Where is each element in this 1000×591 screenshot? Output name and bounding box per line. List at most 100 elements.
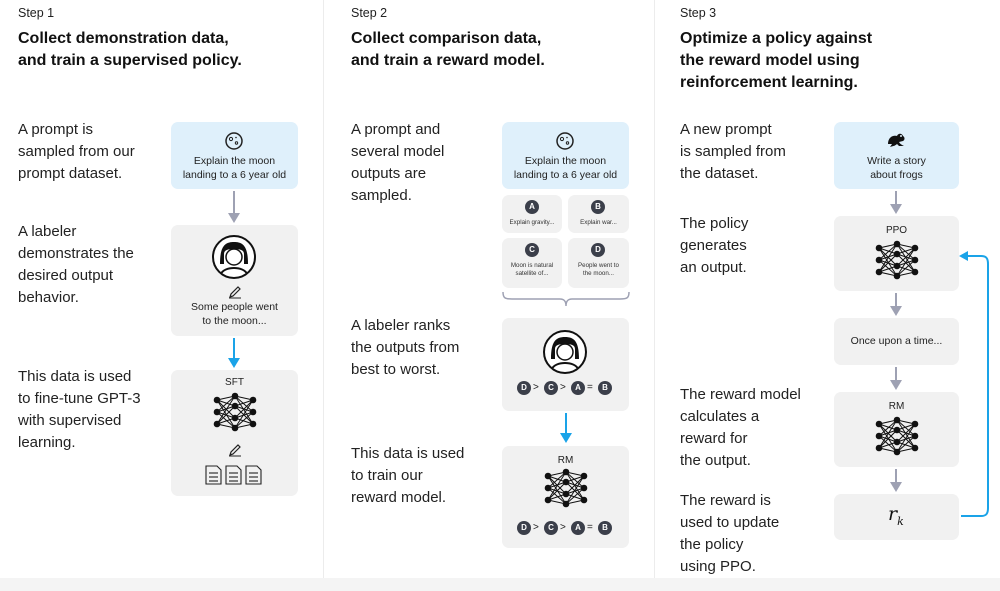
desc-line: This data is used (18, 368, 132, 385)
frog-icon (888, 133, 905, 147)
step-3-title-line: the reward model using (680, 52, 860, 69)
desc-line: several model (351, 143, 445, 160)
step-divider-1 (323, 0, 324, 578)
step-2-label: Step 2 (351, 6, 388, 20)
step-2-desc-train: This data is used to train our reward mo… (351, 443, 464, 509)
reward-r: r (888, 503, 898, 525)
neural-network-icon (875, 240, 919, 280)
step-3-ppo-box: PPO (834, 216, 959, 291)
step-1-prompt-box: Explain the moon landing to a 6 year old (171, 122, 298, 189)
desc-line: The reward model (680, 386, 801, 403)
step-1-desc-labeler: A labeler demonstrates the desired outpu… (18, 221, 134, 309)
step-1-arrow-2 (228, 338, 240, 368)
step-1-sft-box: SFT (171, 370, 298, 496)
step-1-desc-prompt: A prompt is sampled from our prompt data… (18, 119, 135, 185)
step-3-desc-prompt: A new prompt is sampled from the dataset… (680, 119, 786, 185)
ranking-row: D > C > A = B (517, 521, 617, 537)
step-2-title-line: and train a reward model. (351, 52, 545, 69)
desc-line: the policy (680, 536, 744, 553)
rank-op: = (587, 522, 593, 533)
reward-subscript: k (897, 514, 904, 528)
feedback-loop-arrow (959, 251, 989, 517)
prompt-line: landing to a 6 year old (182, 168, 287, 181)
step-1-arrow-1 (228, 191, 240, 223)
step-1-desc-finetune: This data is used to fine-tune GPT-3 wit… (18, 366, 141, 454)
moon-icon (225, 132, 243, 150)
labeler-avatar-icon (212, 235, 256, 279)
step-1-demo-text: Some people went to the moon... (171, 301, 298, 328)
desc-line: A new prompt (680, 121, 772, 138)
rm-label: RM (557, 455, 574, 466)
desc-line: used to update (680, 514, 780, 531)
rank-op: > (533, 382, 539, 393)
step-3-arrow-3 (890, 367, 902, 390)
desc-line: generates (680, 237, 747, 254)
prompt-line: about frogs (870, 168, 923, 181)
desc-line: prompt dataset. (18, 165, 123, 182)
desc-line: outputs are (351, 165, 427, 182)
step-3-title: Optimize a policy against the reward mod… (680, 28, 980, 94)
rm-label: RM (888, 401, 905, 412)
output-badge: D (591, 243, 605, 257)
labeler-avatar-icon (543, 330, 587, 374)
ranking-row: D > C > A = B (517, 381, 617, 397)
rank-badge: C (544, 521, 558, 535)
step-1-title-line: Collect demonstration data, (18, 30, 229, 47)
prompt-line: landing to a 6 year old (513, 168, 618, 181)
step-1-prompt-text: Explain the moon landing to a 6 year old (171, 155, 298, 182)
output-line: People went to (578, 262, 619, 269)
bottom-bar (0, 578, 1000, 591)
step-1-title-line: and train a supervised policy. (18, 52, 242, 69)
desc-line: The reward is (680, 492, 771, 509)
desc-line: best to worst. (351, 361, 441, 378)
rank-badge: D (517, 381, 531, 395)
pencil-icon (229, 286, 241, 299)
step-3-title-line: Optimize a policy against (680, 30, 873, 47)
moon-icon (556, 132, 574, 150)
output-text: Explain war... (580, 219, 617, 226)
desc-line: A labeler ranks (351, 317, 451, 334)
output-badge: A (525, 200, 539, 214)
desc-line: with supervised (18, 412, 122, 429)
demo-line: Some people went (191, 301, 278, 313)
output-badge: B (591, 200, 605, 214)
step-3-label: Step 3 (680, 6, 717, 20)
step-2-desc-sample: A prompt and several model outputs are s… (351, 119, 444, 207)
step-2-rank-box: D > C > A = B (502, 318, 629, 411)
desc-line: reward for (680, 430, 748, 447)
step-2-prompt-box: Explain the moon landing to a 6 year old (502, 122, 629, 189)
neural-network-icon (544, 468, 588, 508)
step-3-output-box: Once upon a time... (834, 318, 959, 365)
step-1-labeler-box: Some people went to the moon... (171, 225, 298, 336)
neural-network-icon (875, 416, 919, 456)
step-2-rm-box: RM D > C > A = B (502, 446, 629, 548)
step-3-arrow-4 (890, 469, 902, 492)
desc-line: behavior. (18, 289, 79, 306)
step-3-desc-policy: The policy generates an output. (680, 213, 748, 279)
rank-badge: D (517, 521, 531, 535)
step-2-desc-rank: A labeler ranks the outputs from best to… (351, 315, 459, 381)
desc-line: calculates a (680, 408, 760, 425)
rank-op: > (560, 522, 566, 533)
step-3-prompt-box: Write a story about frogs (834, 122, 959, 189)
neural-network-icon (213, 392, 257, 432)
step-3-reward-box: rk (834, 494, 959, 540)
desc-line: the dataset. (680, 165, 759, 182)
step-3-prompt-text: Write a story about frogs (834, 155, 959, 182)
output-badge: C (525, 243, 539, 257)
desc-line: A prompt is (18, 121, 94, 138)
output-text: People went to the moon... (568, 262, 629, 278)
desc-line: learning. (18, 434, 76, 451)
desc-line: using PPO. (680, 558, 756, 575)
step-3-desc-reward-model: The reward model calculates a reward for… (680, 384, 801, 472)
desc-line: reward model. (351, 489, 447, 506)
outputs-bracket (502, 291, 630, 307)
output-text: Once upon a time... (850, 335, 943, 347)
desc-line: an output. (680, 259, 747, 276)
output-text: Explain gravity... (509, 219, 555, 226)
demo-line: to the moon... (202, 314, 267, 327)
rank-op: = (587, 382, 593, 393)
step-3-desc-update: The reward is used to update the policy … (680, 490, 779, 578)
prompt-line: Explain the moon (193, 155, 276, 167)
document-icon (205, 465, 262, 485)
